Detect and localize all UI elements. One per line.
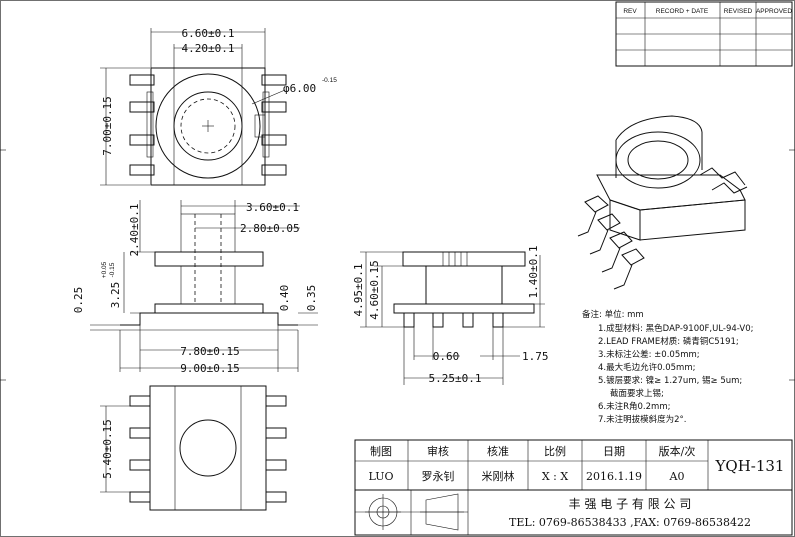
dim-top-width-outer: 6.60±0.1 <box>182 27 235 40</box>
company-name: 丰 强 电 子 有 限 公 司 <box>569 497 692 511</box>
part-number: YQH-131 <box>715 457 785 475</box>
notes-title: 备注: 单位: mm <box>582 309 644 320</box>
dim-side-span-outer: 9.00±0.15 <box>180 362 240 375</box>
dim-side-height-a: 2.40±0.1 <box>128 204 141 257</box>
bottom-view: 5.40±0.15 <box>100 385 287 511</box>
dim-front-pin-gap: 0.60 <box>433 350 460 363</box>
note-4: 4.最大毛边允许0.05mm; <box>598 362 695 373</box>
revision-table: REV RECORD + DATE REVISED APPROVED <box>615 1 793 67</box>
isometric-view <box>577 115 748 290</box>
dim-side-width-a: 3.60±0.1 <box>246 201 299 214</box>
dim-front-pin-width: 1.75 <box>522 350 549 363</box>
dim-top-diameter: φ6.00 <box>283 82 316 95</box>
top-view: 6.60±0.1 4.20±0.1 7.00±0.15 φ6.00 -0.15 <box>100 27 337 186</box>
note-1: 1.成型材料: 黑色DAP-9100F,UL-94-V0; <box>598 323 753 334</box>
dim-side-width-b: 2.80±0.05 <box>240 222 300 235</box>
value-version: A0 <box>669 470 685 483</box>
value-date: 2016.1.19 <box>586 470 642 483</box>
header-checked: 审核 <box>427 444 449 458</box>
note-7: 7.未注明拔模斜度为2°. <box>598 414 686 425</box>
value-approved: 米刚林 <box>482 469 515 483</box>
projection-symbol-icon <box>365 493 464 531</box>
dim-side-height-b-tol-up: +0.05 <box>101 261 108 278</box>
dim-front-pitch-span: 5.25±0.1 <box>429 372 482 385</box>
dim-side-height-b-tol-dn: -0.15 <box>109 262 116 277</box>
dim-front-height-outer: 4.95±0.1 <box>352 264 365 317</box>
note-5b: 截面要求上锡; <box>610 388 664 399</box>
header-scale: 比例 <box>544 444 566 458</box>
dim-top-width-inner: 4.20±0.1 <box>182 42 235 55</box>
dim-front-height-inner: 4.60±0.15 <box>368 260 381 320</box>
notes-block: 备注: 单位: mm 1.成型材料: 黑色DAP-9100F,UL-94-V0;… <box>582 309 753 425</box>
revised-header: REVISED <box>724 8 753 15</box>
header-drawn: 制图 <box>370 445 392 458</box>
header-approved: 核准 <box>487 444 509 458</box>
value-checked: 罗永钊 <box>422 469 455 483</box>
dim-front-pin-height: 1.40±0.1 <box>527 246 540 299</box>
margin-ticks <box>0 149 795 381</box>
value-scale: X : X <box>542 470 569 483</box>
note-6: 6.未注R角0.2mm; <box>598 401 670 412</box>
rev-header: REV <box>623 8 637 15</box>
dim-top-height: 7.00±0.15 <box>101 96 114 156</box>
front-view: 4.95±0.1 4.60±0.15 1.40±0.1 0.60 1.75 5.… <box>352 246 549 385</box>
approved-header: APPROVED <box>756 8 792 15</box>
record-date-header: RECORD + DATE <box>656 8 709 15</box>
side-view: 3.60±0.1 2.80±0.05 2.40±0.1 3.25 +0.05 -… <box>72 200 318 375</box>
dim-side-height-b: 3.25 <box>109 282 122 309</box>
value-drawn: LUO <box>369 470 394 483</box>
note-2: 2.LEAD FRAME材质: 磷青铜C5191; <box>598 336 739 347</box>
company-contact: TEL: 0769-86538433 ,FAX: 0769-86538422 <box>509 516 751 529</box>
note-3: 3.未标注公差: ±0.05mm; <box>598 349 700 360</box>
header-version: 版本/次 <box>659 444 696 458</box>
dim-side-right: 0.35 <box>305 285 318 312</box>
dim-side-mid: 0.40 <box>278 285 291 312</box>
dim-side-left: 0.25 <box>72 287 85 314</box>
dim-bottom-height: 5.40±0.15 <box>101 419 114 479</box>
title-block: 制图 审核 核准 比例 日期 版本/次 LUO 罗永钊 米刚林 X : X 20… <box>354 439 793 536</box>
dim-side-span-inner: 7.80±0.15 <box>180 345 240 358</box>
note-5: 5.镀层要求: 镍≥ 1.27um, 锡≥ 5um; <box>598 375 742 386</box>
header-date: 日期 <box>603 445 625 458</box>
dim-top-diameter-tol: -0.15 <box>322 77 337 84</box>
